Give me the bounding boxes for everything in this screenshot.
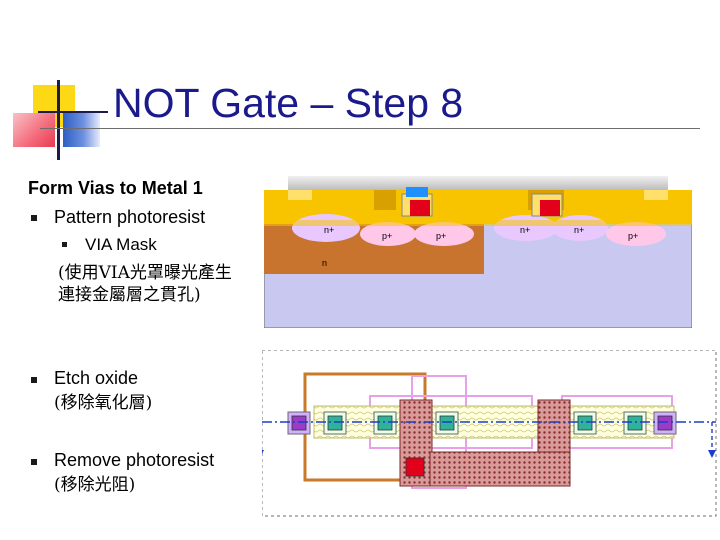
- label-p-plus-1: p+: [382, 231, 392, 241]
- diffusion-p-plus-2: [414, 222, 474, 246]
- cmos-cross-section-diagram: n+ p+ p+ n+ n+ p+ n: [264, 176, 692, 328]
- label-n-plus-2: n+: [520, 225, 530, 235]
- layout-poly-connect: [429, 451, 571, 487]
- label-n-well: n: [322, 258, 327, 268]
- layout-poly-via: [405, 457, 425, 477]
- label-p-plus-2: p+: [436, 231, 446, 241]
- label-n-plus-1: n+: [324, 225, 334, 235]
- label-p-plus-3: p+: [628, 231, 638, 241]
- section-arrow-left-icon: [262, 450, 264, 454]
- diffusion-p-plus-3: [606, 222, 666, 246]
- photoresist-layer: [288, 176, 668, 190]
- sub-bullet-marker: [62, 242, 67, 247]
- bullet-marker: [31, 215, 37, 221]
- layout-contact-square: [327, 415, 343, 431]
- layout-poly-gate-right: [537, 399, 571, 455]
- layout-contact-square: [439, 415, 455, 431]
- logo-horizontal-line: [38, 111, 108, 113]
- label-n-plus-3: n+: [574, 225, 584, 235]
- etch-oxide-chinese-note: (移除氧化層): [54, 393, 153, 413]
- via-mask-chinese-note: (使用VIA光罩曝光產生連接金屬層之貫孔): [58, 263, 232, 305]
- via-right: [540, 200, 560, 216]
- section-arrow-right-icon: [708, 450, 716, 458]
- section-heading: Form Vias to Metal 1: [28, 178, 203, 198]
- via-left: [410, 200, 430, 216]
- title-underline: [40, 128, 700, 129]
- layout-contact-square: [577, 415, 593, 431]
- gate-region-left: [374, 190, 396, 210]
- bullet-remove-photoresist: Remove photoresist: [54, 450, 215, 470]
- bullet-pattern-photoresist: Pattern photoresist: [54, 207, 206, 227]
- slide-title: NOT Gate – Step 8: [113, 80, 464, 126]
- logo-vertical-line: [57, 80, 60, 160]
- bullet-etch-oxide: Etch oxide: [54, 368, 139, 388]
- photoresist-opening: [406, 187, 428, 197]
- layout-active-region: [313, 405, 675, 439]
- bullet-marker: [31, 459, 37, 465]
- cmos-layout-diagram: [262, 350, 717, 517]
- layout-contact-square: [291, 415, 307, 431]
- logo-blue-square: [63, 113, 100, 147]
- sub-bullet-via-mask: VIA Mask: [85, 235, 157, 254]
- layout-outer-border: [262, 350, 717, 517]
- diffusion-p-plus-1: [360, 222, 416, 246]
- layout-contact-square: [657, 415, 673, 431]
- logo-red-square: [13, 113, 55, 147]
- layout-contact-square: [627, 415, 643, 431]
- bullet-marker: [31, 377, 37, 383]
- layout-contact-square: [377, 415, 393, 431]
- remove-photoresist-chinese-note: (移除光阻): [54, 475, 136, 495]
